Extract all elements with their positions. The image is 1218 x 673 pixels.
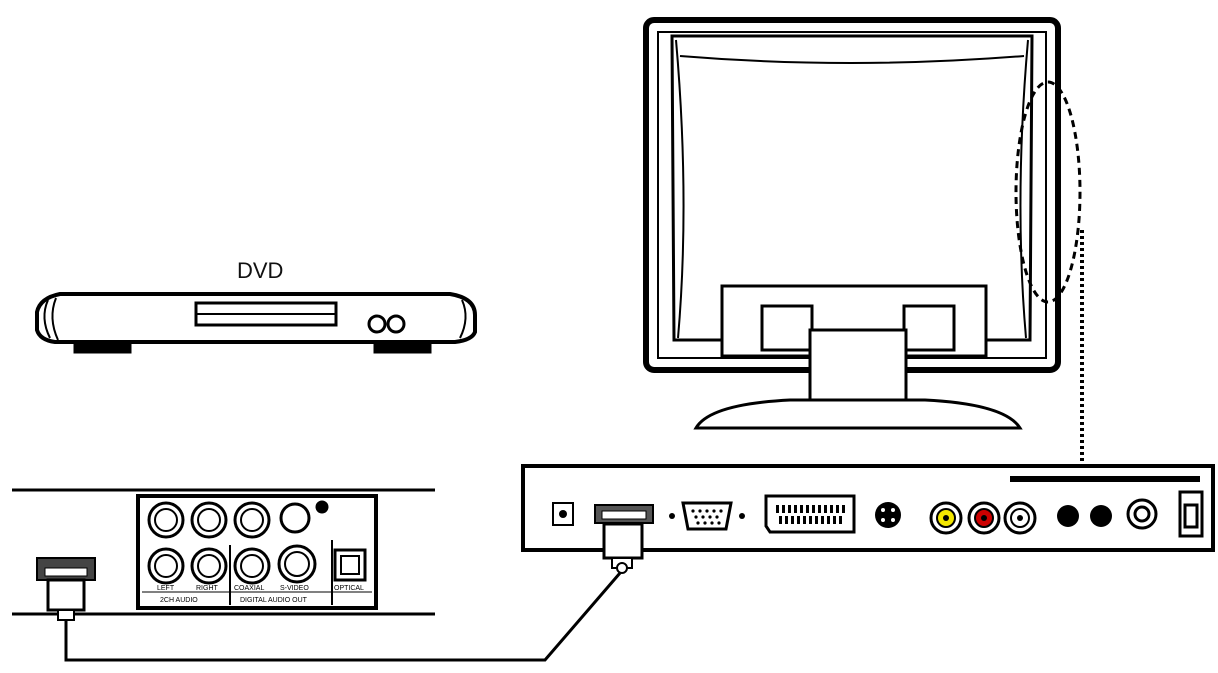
dvd-label: DVD <box>237 258 284 283</box>
rca-jack-icon <box>190 501 228 539</box>
coaxial-jack-icon <box>233 547 271 585</box>
headphone-jack-icon <box>1090 505 1112 527</box>
tv-hdmi-plug-icon <box>602 522 644 574</box>
vga-port-icon <box>681 501 733 531</box>
optical-jack-icon <box>333 548 367 582</box>
dvd-button-icon <box>386 314 406 334</box>
jack-label-audio-out: 2CH AUDIO <box>160 597 198 604</box>
rca-jack-icon <box>147 501 185 539</box>
tv-connector-panel <box>521 464 1215 552</box>
jack-panel <box>136 494 378 610</box>
scart-port-icon <box>764 494 856 534</box>
jack-label-optical: OPTICAL <box>334 585 364 592</box>
hdmi-cable <box>64 572 622 662</box>
jack-label-left: LEFT <box>157 585 175 592</box>
dvd-button-icon <box>367 314 387 334</box>
audio-right-jack-icon <box>190 547 228 585</box>
jack-label-digital-audio: DIGITAL AUDIO OUT <box>240 597 308 604</box>
tv-monitor <box>643 17 1082 430</box>
rca-audio-red-icon <box>967 501 1001 535</box>
dvd-rear-panel: LEFT RIGHT COAXIAL S-VIDEO OPTICAL 2CH A… <box>12 488 435 621</box>
audio-left-jack-icon <box>147 547 185 585</box>
s-video-port-icon <box>875 502 901 528</box>
s-video-jack-icon <box>277 544 317 584</box>
jack-label-right: RIGHT <box>196 585 219 592</box>
jack-label-coaxial: COAXIAL <box>234 585 264 592</box>
side-panel-highlight <box>1014 80 1082 304</box>
dvd-hdmi-plug-icon <box>36 557 96 621</box>
headphone-jack-icon <box>1057 505 1079 527</box>
rca-jack-icon <box>279 502 311 534</box>
rca-audio-white-icon <box>1003 501 1037 535</box>
jack-label-s-video: S-VIDEO <box>280 585 309 592</box>
dvd-player <box>35 292 477 354</box>
rca-jack-icon <box>233 501 271 539</box>
rca-video-yellow-icon <box>929 501 963 535</box>
